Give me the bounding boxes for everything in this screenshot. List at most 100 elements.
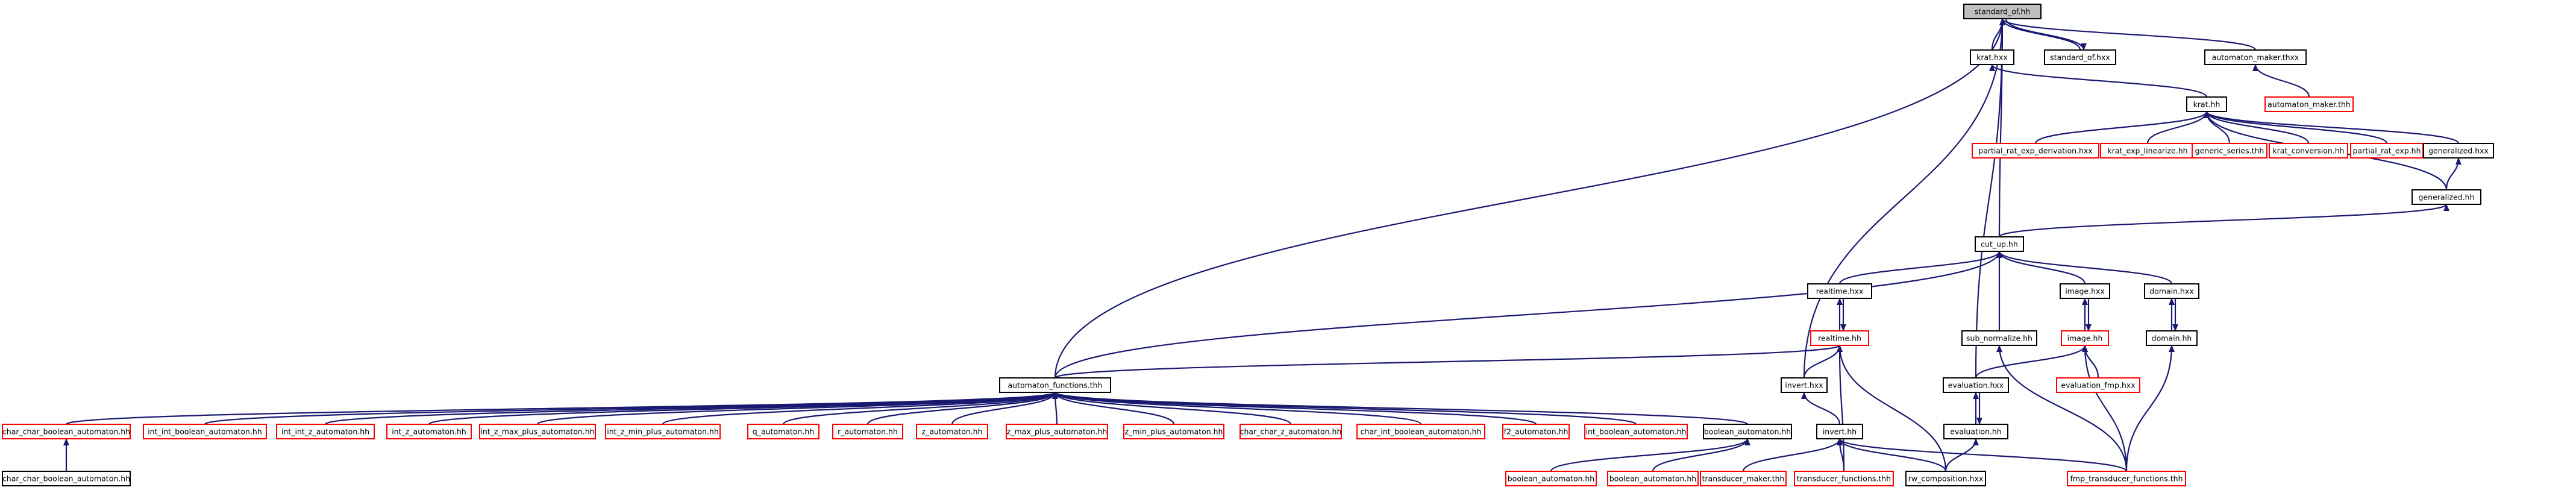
node-boolean-automaton-hh-b[interactable]: boolean_automaton.hh [1607,471,1699,486]
node-label: fmp_transducer_functions.thh [2070,474,2183,483]
node-label: image.hxx [2065,287,2105,296]
edge-boolean_automaton_hh_a-to-boolean_automaton_hh_parent [1550,438,1750,472]
node-box [1781,377,1828,393]
edge-evaluation_fmp_hxx-to-image_hh [2082,345,2099,378]
node-image-hh[interactable]: image.hh [2061,330,2109,346]
node-box [1584,424,1688,439]
node-r-automaton-hh[interactable]: r_automaton.hh [832,424,903,439]
node-box [2100,143,2195,159]
node-generic-series-thh[interactable]: generic_series.thh [2192,143,2267,159]
node-int-z-automaton-hh[interactable]: int_z_automaton.hh [386,424,472,439]
edge-standard_of_hxx-to-standard_of_hh [1999,18,2081,51]
node-realtime-hh[interactable]: realtime.hh [1810,330,1869,346]
edge-krat_hh-to-krat_hxx [1989,64,2208,98]
node-domain-hxx[interactable]: domain.hxx [2144,283,2199,299]
edge-partial_rat_exp_hh-to-krat_hh [2204,111,2388,144]
node-box [276,424,375,439]
node-evaluation-hh[interactable]: evaluation.hh [1943,424,2008,439]
edge-image_hxx-to-cut_up_hh [1996,251,2086,284]
node-boolean-automaton-hh-a[interactable]: boolean_automaton.hh [1505,471,1597,486]
node-cut-up-hh[interactable]: cut_up.hh [1975,236,2024,252]
node-box [2423,143,2494,159]
node-label: int_int_z_automaton.hh [281,427,369,436]
node-partial-rat-exp-hh[interactable]: partial_rat_exp.hh [2350,143,2424,159]
node-label: image.hh [2067,334,2103,343]
node-fmp-transducer-functions-thh[interactable]: fmp_transducer_functions.thh [2067,471,2186,486]
edge-krat_exp_linearize_hh-to-krat_hh [2146,111,2210,144]
node-invert-hh[interactable]: invert.hh [1816,424,1863,439]
node-label: automaton_maker.thh [2267,100,2351,109]
node-q-automaton-hh[interactable]: q_automaton.hh [747,424,819,439]
node-box [2,471,131,486]
node-char-char-z-automaton-hh[interactable]: char_char_z_automaton.hh [1239,424,1342,439]
node-int-int-boolean-automaton-hh[interactable]: int_int_boolean_automaton.hh [143,424,267,439]
node-evaluation-fmp-hxx[interactable]: evaluation_fmp.hxx [2056,377,2140,393]
node-invert-hxx[interactable]: invert.hxx [1781,377,1828,393]
node-krat-conversion-hh[interactable]: krat_conversion.hh [2269,143,2348,159]
node-transducer-maker-thh[interactable]: transducer_maker.thh [1700,471,1787,486]
node-automaton-maker-thxx[interactable]: automaton_maker.thxx [2204,49,2307,65]
node-label: partial_rat_exp_derivation.hxx [1978,146,2092,155]
node-label: int_boolean_automaton.hh [1585,427,1686,436]
edge-q_automaton_hh-to-automaton_functions_thh [782,392,1058,425]
node-int-z-min-plus-automaton-hh[interactable]: int_z_min_plus_automaton.hh [605,424,721,439]
node-label: partial_rat_exp.hh [2352,146,2421,155]
node-char-char-boolean-automaton-hh-1[interactable]: char_char_boolean_automaton.hh [2,424,131,439]
edge-z_min_plus_automaton_hh-to-automaton_functions_thh [1052,392,1175,425]
node-box [1356,424,1485,439]
node-box [2067,471,2186,486]
node-label: krat_conversion.hh [2272,146,2344,155]
edge-char_char_z_automaton_hh-to-automaton_functions_thh [1052,392,1292,425]
node-generalized-hxx[interactable]: generalized.hxx [2423,143,2494,159]
node-int-boolean-automaton-hh[interactable]: int_boolean_automaton.hh [1584,424,1688,439]
node-box [1505,471,1597,486]
edge-cut_up_hh-to-generalized_hh [1998,203,2449,238]
node-standard-of-hxx[interactable]: standard_of.hxx [2044,49,2116,65]
node-evaluation-hxx[interactable]: evaluation.hxx [1943,377,2009,393]
node-label: evaluation.hxx [1948,381,2004,390]
node-box [2144,283,2199,299]
node-label: int_z_max_plus_automaton.hh [480,427,594,436]
node-sub-normalize-hh[interactable]: sub_normalize.hh [1961,330,2037,346]
node-box [1239,424,1342,439]
node-box [1961,330,2037,346]
node-automaton-maker-thh[interactable]: automaton_maker.thh [2264,96,2354,112]
node-z-max-plus-automaton-hh[interactable]: z_max_plus_automaton.hh [1006,424,1108,439]
node-transducer-functions-thh[interactable]: transducer_functions.thh [1794,471,1894,486]
node-krat-exp-linearize-hh[interactable]: krat_exp_linearize.hh [2100,143,2195,159]
node-realtime-hxx[interactable]: realtime.hxx [1807,283,1872,299]
node-label: r_automaton.hh [838,427,898,436]
node-f2-automaton-hh[interactable]: f2_automaton.hh [1502,424,1570,439]
node-z-automaton-hh[interactable]: z_automaton.hh [916,424,988,439]
node-label: invert.hh [1823,427,1857,436]
node-rw-composition-hxx[interactable]: rw_composition.hxx [1905,471,1986,486]
dependency-edges [63,18,2462,472]
node-box [1972,143,2099,159]
node-label: boolean_automaton.hh [1704,427,1791,436]
node-int-z-max-plus-automaton-hh[interactable]: int_z_max_plus_automaton.hh [479,424,596,439]
edge-partial_rat_exp_derivation_hxx-to-krat_hh [2034,111,2210,144]
node-label: z_automaton.hh [921,427,982,436]
node-krat-hxx[interactable]: krat.hxx [1970,49,2014,65]
node-domain-hh[interactable]: domain.hh [2146,330,2198,346]
node-boolean-automaton-hh-parent[interactable]: boolean_automaton.hh [1703,424,1792,439]
node-char-int-boolean-automaton-hh[interactable]: char_int_boolean_automaton.hh [1356,424,1485,439]
node-z-min-plus-automaton-hh[interactable]: z_min_plus_automaton.hh [1123,424,1224,439]
node-partial-rat-exp-derivation-hxx[interactable]: partial_rat_exp_derivation.hxx [1972,143,2099,159]
edge-boolean_automaton_hh_parent-to-automaton_functions_thh [1052,391,1749,426]
node-box [832,424,903,439]
edge-invert_hxx-to-standard_of_hh [1803,18,2005,378]
node-generalized-hh[interactable]: generalized.hh [2411,189,2481,205]
node-automaton-functions-thh[interactable]: automaton_functions.thh [999,377,1111,393]
node-krat-hh[interactable]: krat.hh [2186,96,2227,112]
node-label: cut_up.hh [1981,240,2018,249]
node-char-char-boolean-automaton-hh-2[interactable]: char_char_boolean_automaton.hh [2,471,131,486]
node-int-int-z-automaton-hh[interactable]: int_int_z_automaton.hh [276,424,375,439]
node-box [2411,189,2481,205]
node-label: boolean_automaton.hh [1508,474,1594,483]
node-label: int_z_automaton.hh [392,427,466,436]
node-image-hxx[interactable]: image.hxx [2060,283,2110,299]
node-box [1502,424,1570,439]
node-box [747,424,819,439]
